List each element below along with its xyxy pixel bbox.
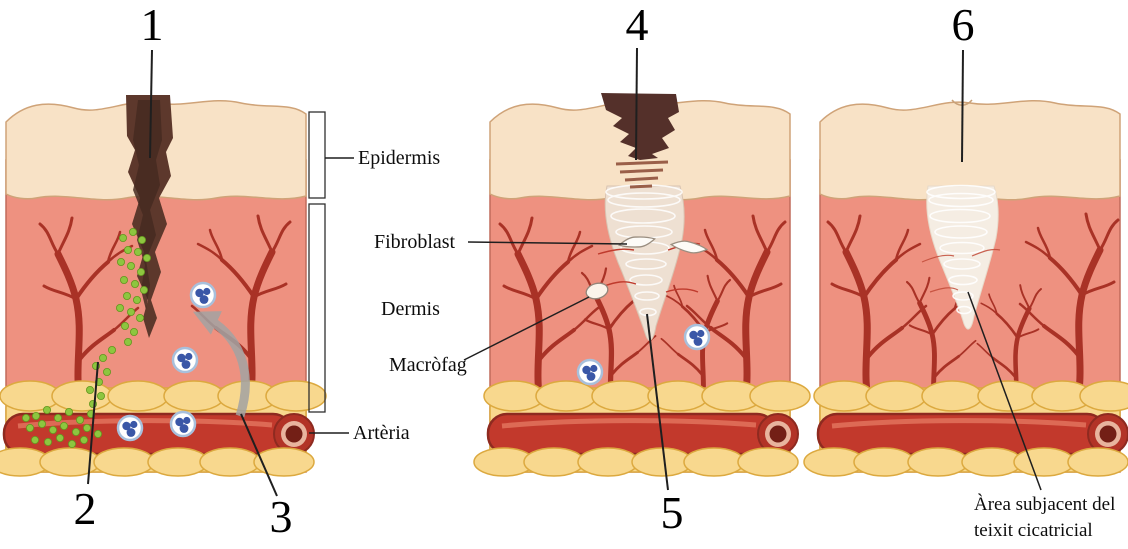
leader-line-6 bbox=[961, 49, 964, 163]
leader-line-scar-area bbox=[967, 291, 1042, 491]
step-number-5: 5 bbox=[660, 487, 684, 538]
step-number-1: 1 bbox=[140, 0, 164, 50]
leader-line-5 bbox=[646, 313, 669, 491]
fat-layer-front bbox=[0, 447, 315, 477]
bracket-epidermis bbox=[308, 111, 326, 199]
bracket-dermis bbox=[308, 203, 326, 413]
panel-1-wounded-skin bbox=[0, 95, 327, 477]
label-scar-area: Àrea subjacent del teixit cicatricial bbox=[974, 492, 1128, 543]
leader-line-2 bbox=[87, 361, 99, 485]
label-macrophage: Macròfag bbox=[389, 354, 467, 376]
macrophage-cell bbox=[585, 282, 609, 300]
artery bbox=[2, 412, 315, 456]
fat-layer-front bbox=[803, 447, 1128, 477]
leukocyte-cell bbox=[189, 281, 217, 309]
scar-tissue bbox=[926, 184, 999, 330]
epidermis-layer bbox=[819, 100, 1121, 201]
leader-line-1 bbox=[149, 49, 153, 159]
artery bbox=[486, 412, 799, 456]
leukocyte-cell bbox=[683, 323, 711, 351]
leukocyte-cell bbox=[169, 410, 197, 438]
step-number-3: 3 bbox=[269, 491, 293, 542]
label-dermis: Dermis bbox=[381, 298, 440, 320]
panel-2-healing-skin bbox=[473, 93, 811, 477]
capillaries bbox=[921, 248, 1001, 293]
fat-layer-front bbox=[473, 447, 799, 477]
label-scar-area-line1: Àrea subjacent del bbox=[974, 494, 1116, 515]
scab-shape bbox=[601, 93, 679, 160]
leader-line-macrophage bbox=[463, 296, 590, 361]
leader-line-4 bbox=[635, 47, 638, 161]
leukocyte-cell bbox=[171, 346, 199, 374]
leukocyte-cell bbox=[116, 414, 144, 442]
step-number-6: 6 bbox=[951, 0, 975, 50]
label-fibroblast: Fibroblast bbox=[374, 231, 456, 253]
label-scar-area-line2: teixit cicatricial bbox=[974, 519, 1093, 541]
wound-shape bbox=[126, 95, 173, 338]
label-epidermis: Epidermis bbox=[358, 147, 441, 169]
label-artery: Artèria bbox=[353, 422, 410, 444]
step-number-4: 4 bbox=[625, 0, 649, 50]
migration-arrow-icon bbox=[192, 311, 250, 418]
scab-transition-stripes bbox=[615, 160, 669, 189]
leukocyte-cell bbox=[576, 358, 604, 386]
panel-3-healed-skin bbox=[803, 99, 1128, 477]
leader-line-3 bbox=[240, 413, 278, 497]
step-number-2: 2 bbox=[73, 483, 97, 534]
annotation-lines bbox=[87, 47, 1042, 497]
leader-line-fibroblast bbox=[467, 241, 628, 245]
artery bbox=[816, 412, 1128, 456]
